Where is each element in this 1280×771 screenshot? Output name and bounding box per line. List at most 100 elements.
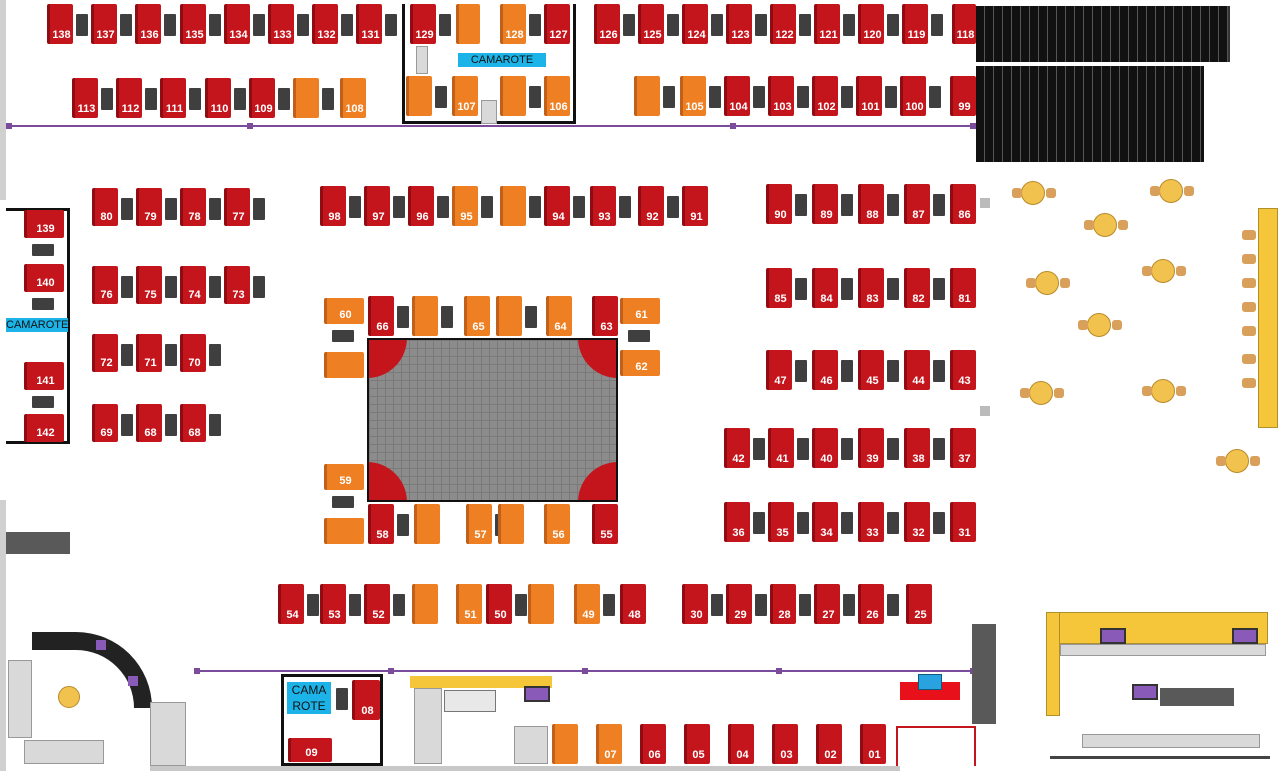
seat-123[interactable]: 123 bbox=[726, 4, 752, 44]
seat-94[interactable]: 94 bbox=[544, 186, 570, 226]
seat-107[interactable]: 107 bbox=[452, 76, 478, 116]
seat-63[interactable]: 63 bbox=[592, 296, 618, 336]
seat-82[interactable]: 82 bbox=[904, 268, 930, 308]
seat-128[interactable]: 128 bbox=[500, 4, 526, 44]
seat-unnumbered[interactable] bbox=[496, 296, 522, 336]
seat-09[interactable]: 09 bbox=[288, 738, 332, 762]
seat-unnumbered[interactable] bbox=[500, 186, 526, 226]
seat-unnumbered[interactable] bbox=[500, 76, 526, 116]
seat-93[interactable]: 93 bbox=[590, 186, 616, 226]
seat-106[interactable]: 106 bbox=[544, 76, 570, 116]
seat-121[interactable]: 121 bbox=[814, 4, 840, 44]
seat-95[interactable]: 95 bbox=[452, 186, 478, 226]
seat-55[interactable]: 55 bbox=[592, 504, 618, 544]
seat-66[interactable]: 66 bbox=[368, 296, 394, 336]
seat-41[interactable]: 41 bbox=[768, 428, 794, 468]
seat-108[interactable]: 108 bbox=[340, 78, 366, 118]
seat-110[interactable]: 110 bbox=[205, 78, 231, 118]
seat-69[interactable]: 69 bbox=[92, 404, 118, 442]
seat-42[interactable]: 42 bbox=[724, 428, 750, 468]
seat-62[interactable]: 62 bbox=[620, 350, 660, 376]
seat-38[interactable]: 38 bbox=[904, 428, 930, 468]
seat-72[interactable]: 72 bbox=[92, 334, 118, 372]
seat-102[interactable]: 102 bbox=[812, 76, 838, 116]
seat-92[interactable]: 92 bbox=[638, 186, 664, 226]
seat-unnumbered[interactable] bbox=[406, 76, 432, 116]
seat-26[interactable]: 26 bbox=[858, 584, 884, 624]
seat-68[interactable]: 68 bbox=[180, 404, 206, 442]
seat-97[interactable]: 97 bbox=[364, 186, 390, 226]
seat-73[interactable]: 73 bbox=[224, 266, 250, 304]
seat-71[interactable]: 71 bbox=[136, 334, 162, 372]
seat-101[interactable]: 101 bbox=[856, 76, 882, 116]
seat-28[interactable]: 28 bbox=[770, 584, 796, 624]
seat-77[interactable]: 77 bbox=[224, 188, 250, 226]
seat-64[interactable]: 64 bbox=[546, 296, 572, 336]
seat-30[interactable]: 30 bbox=[682, 584, 708, 624]
seat-52[interactable]: 52 bbox=[364, 584, 390, 624]
seat-34[interactable]: 34 bbox=[812, 502, 838, 542]
seat-100[interactable]: 100 bbox=[900, 76, 926, 116]
seat-75[interactable]: 75 bbox=[136, 266, 162, 304]
seat-65[interactable]: 65 bbox=[464, 296, 490, 336]
seat-unnumbered[interactable] bbox=[528, 584, 554, 624]
seat-91[interactable]: 91 bbox=[682, 186, 708, 226]
seat-113[interactable]: 113 bbox=[72, 78, 98, 118]
seat-25[interactable]: 25 bbox=[906, 584, 932, 624]
seat-unnumbered[interactable] bbox=[293, 78, 319, 118]
seat-141[interactable]: 141 bbox=[24, 362, 64, 390]
seat-105[interactable]: 105 bbox=[680, 76, 706, 116]
seat-80[interactable]: 80 bbox=[92, 188, 118, 226]
seat-unnumbered[interactable] bbox=[456, 4, 480, 44]
seat-unnumbered[interactable] bbox=[324, 518, 364, 544]
seat-78[interactable]: 78 bbox=[180, 188, 206, 226]
seat-51[interactable]: 51 bbox=[456, 584, 482, 624]
seat-74[interactable]: 74 bbox=[180, 266, 206, 304]
seat-84[interactable]: 84 bbox=[812, 268, 838, 308]
seat-unnumbered[interactable] bbox=[634, 76, 660, 116]
seat-118[interactable]: 118 bbox=[952, 4, 976, 44]
seat-44[interactable]: 44 bbox=[904, 350, 930, 390]
seat-60[interactable]: 60 bbox=[324, 298, 364, 324]
seat-03[interactable]: 03 bbox=[772, 724, 798, 764]
seat-unnumbered[interactable] bbox=[552, 724, 578, 764]
seat-33[interactable]: 33 bbox=[858, 502, 884, 542]
seat-139[interactable]: 139 bbox=[24, 210, 64, 238]
seat-98[interactable]: 98 bbox=[320, 186, 346, 226]
seat-53[interactable]: 53 bbox=[320, 584, 346, 624]
seat-04[interactable]: 04 bbox=[728, 724, 754, 764]
seat-76[interactable]: 76 bbox=[92, 266, 118, 304]
seat-unnumbered[interactable] bbox=[412, 296, 438, 336]
seat-134[interactable]: 134 bbox=[224, 4, 250, 44]
seat-39[interactable]: 39 bbox=[858, 428, 884, 468]
seat-31[interactable]: 31 bbox=[950, 502, 976, 542]
seat-50[interactable]: 50 bbox=[486, 584, 512, 624]
seat-126[interactable]: 126 bbox=[594, 4, 620, 44]
seat-83[interactable]: 83 bbox=[858, 268, 884, 308]
seat-129[interactable]: 129 bbox=[410, 4, 436, 44]
seat-27[interactable]: 27 bbox=[814, 584, 840, 624]
seat-122[interactable]: 122 bbox=[770, 4, 796, 44]
seat-32[interactable]: 32 bbox=[904, 502, 930, 542]
seat-104[interactable]: 104 bbox=[724, 76, 750, 116]
seat-46[interactable]: 46 bbox=[812, 350, 838, 390]
seat-81[interactable]: 81 bbox=[950, 268, 976, 308]
seat-88[interactable]: 88 bbox=[858, 184, 884, 224]
seat-87[interactable]: 87 bbox=[904, 184, 930, 224]
seat-125[interactable]: 125 bbox=[638, 4, 664, 44]
seat-133[interactable]: 133 bbox=[268, 4, 294, 44]
seat-124[interactable]: 124 bbox=[682, 4, 708, 44]
seat-119[interactable]: 119 bbox=[902, 4, 928, 44]
seat-59[interactable]: 59 bbox=[324, 464, 364, 490]
seat-37[interactable]: 37 bbox=[950, 428, 976, 468]
seat-138[interactable]: 138 bbox=[47, 4, 73, 44]
seat-89[interactable]: 89 bbox=[812, 184, 838, 224]
seat-90[interactable]: 90 bbox=[766, 184, 792, 224]
seat-140[interactable]: 140 bbox=[24, 264, 64, 292]
seat-136[interactable]: 136 bbox=[135, 4, 161, 44]
seat-135[interactable]: 135 bbox=[180, 4, 206, 44]
seat-56[interactable]: 56 bbox=[544, 504, 570, 544]
seat-43[interactable]: 43 bbox=[950, 350, 976, 390]
seat-127[interactable]: 127 bbox=[544, 4, 570, 44]
seat-08[interactable]: 08 bbox=[352, 680, 380, 720]
